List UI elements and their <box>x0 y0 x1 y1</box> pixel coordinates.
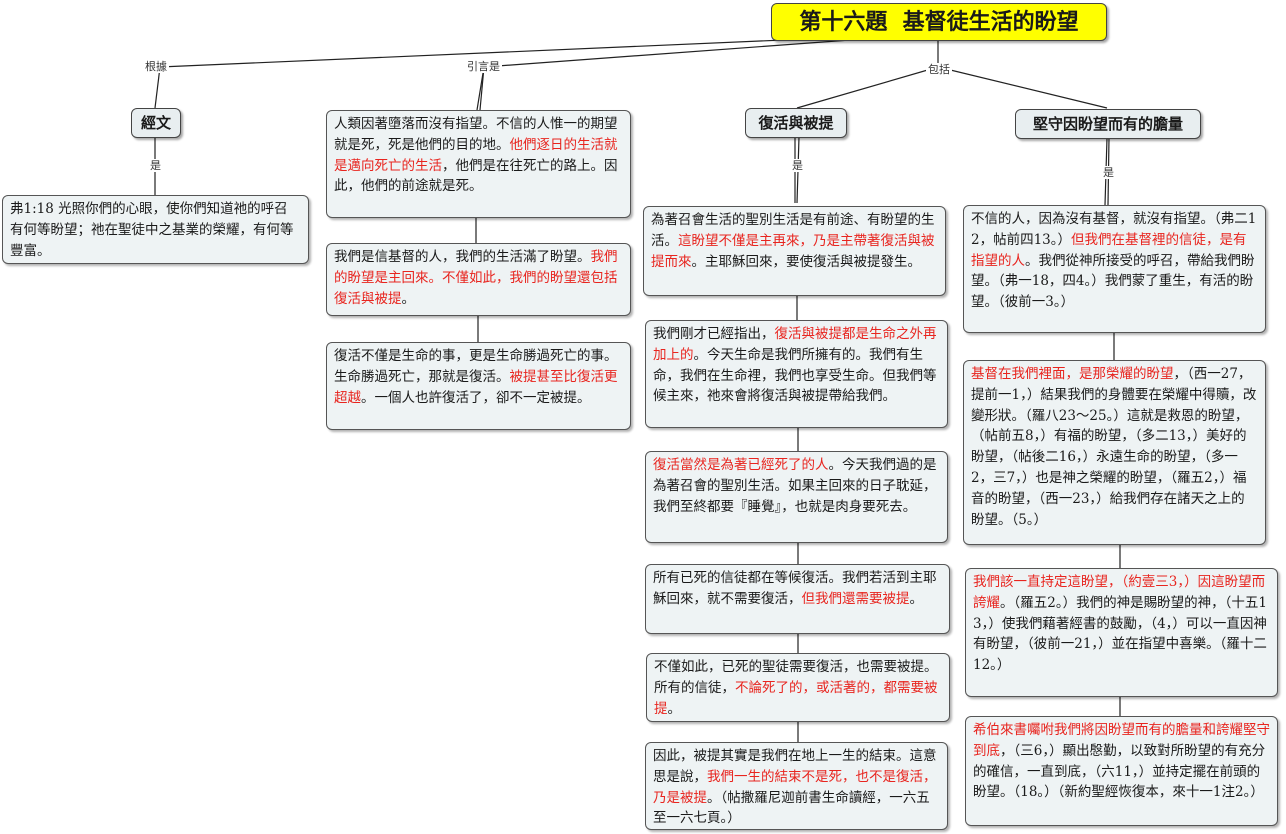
note-text: 我們剛才已經指出， <box>653 326 775 342</box>
highlighted-text: 復活與被提都是生命之外再加上的 <box>653 326 937 363</box>
note-resurrection-3[interactable]: 復活當然是為著已經死了的人。今天我們過的是為著召會的聖別生活。如果主回來的日子耽… <box>645 451 948 543</box>
map-title[interactable]: 第十六題 基督徒生活的盼望 <box>771 3 1107 41</box>
note-text: 所有已死的信徒都在等候復活。我們若活到主耶穌回來，就不需要復活， <box>653 570 937 607</box>
note-text: 。主耶穌回來，要使復活與被提發生。 <box>691 253 922 270</box>
note-resurrection-4[interactable]: 所有已死的信徒都在等候復活。我們若活到主耶穌回來，就不需要復活，但我們還需要被提… <box>645 564 950 634</box>
note-text: ，他們是在往死亡的路上。因此，他們的前途就是死。 <box>334 157 618 195</box>
note-text: 為著召會生活的聖別生活是有前途、有盼望的生活。 <box>651 212 935 249</box>
highlighted-text: 但我們還需要被提 <box>801 590 910 607</box>
link-label-is-scripture: 是 <box>148 159 163 172</box>
link-label-quote: 引言是 <box>465 60 502 73</box>
note-text: 不信的人，因為沒有基督，就沒有指望。（弗二12，帖前四13。） <box>971 211 1257 248</box>
note-resurrection-5[interactable]: 不僅如此，已死的聖徒需要復活，也需要被提。所有的信徒，不論死了的，或活著的，都需… <box>646 653 950 722</box>
note-text: 。我們從神所接受的呼召，帶給我們盼望。（弗一18，四4。）我們蒙了重生，有活的盼… <box>971 252 1255 311</box>
concept-courage[interactable]: 堅守因盼望而有的膽量 <box>1015 109 1201 139</box>
note-courage-4[interactable]: 希伯來書囑咐我們將因盼望而有的膽量和誇耀堅守到底，（三6，）顯出慇勤，以致對所盼… <box>965 716 1278 826</box>
note-text: 我們是信基督的人，我們的生活滿了盼望。 <box>334 249 591 265</box>
link-label-is-courage: 是 <box>1101 166 1116 179</box>
highlighted-text: 但我們在基督裡的信徒，是有指望的人 <box>971 231 1247 269</box>
note-courage-2[interactable]: 基督在我們裡面，是那榮耀的盼望，（西一27，提前一1，）結果我們的身體要在榮耀中… <box>963 360 1266 545</box>
note-text: 因此，被提其實是我們在地上一生的結束。這意思是說， <box>653 748 937 785</box>
note-text: 。 <box>401 290 416 307</box>
note-text: 。（羅五2。）我們的神是賜盼望的神，（十五13，）使我們藉著經書的鼓勵，（4，）… <box>973 594 1267 674</box>
link-label-is-resurrection: 是 <box>790 159 805 172</box>
note-courage-1[interactable]: 不信的人，因為沒有基督，就沒有指望。（弗二12，帖前四13。）但我們在基督裡的信… <box>963 205 1266 333</box>
note-scripture-text[interactable]: 弗1:18 光照你們的心眼，使你們知道祂的呼召有何等盼望；祂在聖徒中之基業的榮耀… <box>2 195 309 264</box>
note-text: 。一個人也許復活了，卻不一定被提。 <box>361 389 591 406</box>
note-text: 人類因著墮落而沒有指望。不信的人惟一的期望就是死，死是他們的目的地。 <box>334 116 618 153</box>
highlighted-text: 我們該一直持定這盼望，（約壹三3，）因這盼望而誇耀 <box>973 574 1266 611</box>
note-text: 。今天我們過的是為著召會的聖別生活。如果主回來的日子耽延，我們至終都要『睡覺』，… <box>653 457 937 515</box>
note-text: 。 <box>667 700 682 717</box>
note-text: ，（西一27，提前一1，）結果我們的身體要在榮耀中得贖，改變形狀。（羅八23～2… <box>971 366 1257 528</box>
highlighted-text: 這盼望不僅是主再來，乃是主帶著復活與被提而來 <box>651 232 935 270</box>
link-label-basis: 根據 <box>143 60 169 73</box>
note-resurrection-1[interactable]: 為著召會生活的聖別生活是有前途、有盼望的生活。這盼望不僅是主再來，乃是主帶著復活… <box>643 206 946 296</box>
highlighted-text: 不論死了的，或活著的，都需要被提 <box>654 679 938 717</box>
note-quote-2[interactable]: 我們是信基督的人，我們的生活滿了盼望。我們的盼望是主回來。不僅如此，我們的盼望還… <box>326 243 631 316</box>
note-text: 。 <box>909 590 924 607</box>
link-label-include: 包括 <box>926 63 952 76</box>
note-quote-1[interactable]: 人類因著墮落而沒有指望。不信的人惟一的期望就是死，死是他們的目的地。他們逐日的生… <box>326 110 631 218</box>
note-text: 。今天生命是我們所擁有的。我們有生命，我們在生命裡，我們也享受生命。但我們等候主… <box>653 346 937 405</box>
highlighted-text: 被提甚至比復活更超越 <box>334 368 618 406</box>
note-text: 弗1:18 光照你們的心眼，使你們知道祂的呼召有何等盼望；祂在聖徒中之基業的榮耀… <box>10 201 294 259</box>
note-text: ，（三6，）顯出慇勤，以致對所盼望的有充分的確信，一直到底，（六11，）並持定擺… <box>973 742 1266 801</box>
note-text: 復活不僅是生命的事，更是生命勝過死亡的事。生命勝過死亡，那就是復活。 <box>334 348 618 385</box>
highlighted-text: 復活當然是為著已經死了的人 <box>653 457 829 473</box>
note-text: 不僅如此，已死的聖徒需要復活，也需要被提。所有的信徒， <box>654 659 938 696</box>
highlighted-text: 他們逐日的生活就是邁向死亡的生活 <box>334 136 618 174</box>
note-text: 。（帖撒羅尼迦前書生命讀經，一六五至一六七頁。） <box>653 789 930 827</box>
highlighted-text: 希伯來書囑咐我們將因盼望而有的膽量和誇耀堅守到底 <box>973 722 1270 759</box>
concept-scripture[interactable]: 經文 <box>131 108 181 138</box>
note-quote-3[interactable]: 復活不僅是生命的事，更是生命勝過死亡的事。生命勝過死亡，那就是復活。被提甚至比復… <box>326 342 631 430</box>
note-courage-3[interactable]: 我們該一直持定這盼望，（約壹三3，）因這盼望而誇耀。（羅五2。）我們的神是賜盼望… <box>965 568 1278 697</box>
note-resurrection-6[interactable]: 因此，被提其實是我們在地上一生的結束。這意思是說，我們一生的結束不是死，也不是復… <box>645 742 948 830</box>
note-resurrection-2[interactable]: 我們剛才已經指出，復活與被提都是生命之外再加上的。今天生命是我們所擁有的。我們有… <box>645 320 948 428</box>
highlighted-text: 我們一生的結束不是死，也不是復活，乃是被提 <box>653 768 937 806</box>
highlighted-text: 我們的盼望是主回來。不僅如此，我們的盼望還包括復活與被提 <box>334 249 618 307</box>
highlighted-text: 基督在我們裡面，是那榮耀的盼望 <box>971 366 1174 382</box>
concept-resurrection-rapture[interactable]: 復活與被提 <box>745 108 847 138</box>
